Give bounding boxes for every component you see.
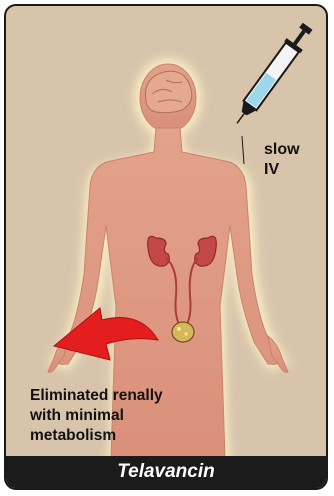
elimination-label: Eliminated renally with minimal metaboli…: [30, 386, 163, 446]
drug-card: slow IV Eliminated renally with minimal …: [4, 4, 328, 490]
route-label: slow IV: [264, 140, 300, 180]
drug-name-banner: Telavancin: [6, 456, 326, 488]
drug-name: Telavancin: [117, 461, 215, 483]
bladder-icon: [172, 322, 194, 342]
syringe-icon: [229, 20, 316, 129]
